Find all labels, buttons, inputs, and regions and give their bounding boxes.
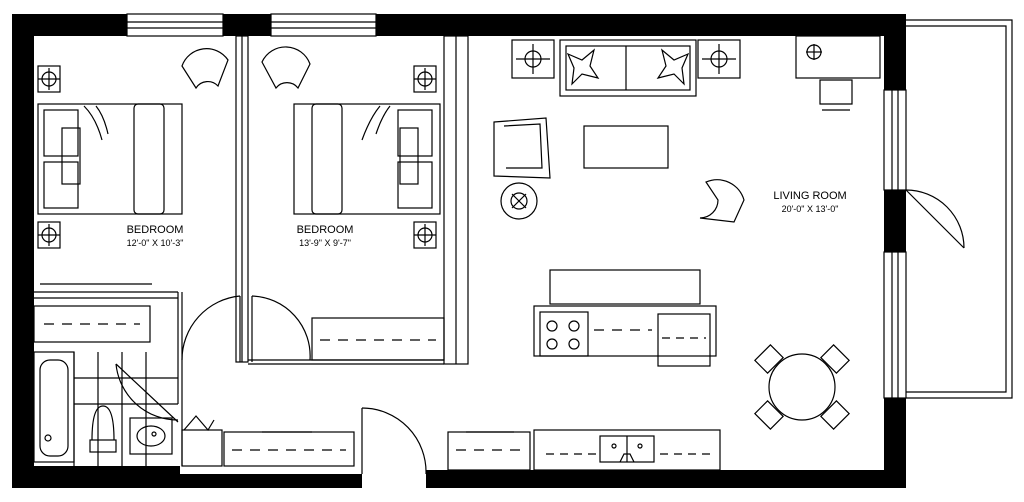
kitchen: [533, 269, 721, 471]
bedroom-2-label: BEDROOM: [297, 224, 354, 236]
living-room-dims: 20'-0" X 13'-0": [782, 204, 839, 214]
interior-walls: [34, 35, 469, 466]
dining-table: [754, 344, 850, 430]
bedroom-1-dims: 12'-0" X 10'-3": [127, 238, 184, 248]
living-furniture: [493, 35, 881, 223]
living-room-label: LIVING ROOM: [773, 190, 846, 202]
balcony: [906, 19, 1013, 399]
bedroom-2-furniture: [261, 46, 445, 361]
doors: [115, 189, 965, 475]
bedroom-1-label: BEDROOM: [127, 224, 184, 236]
windows: [126, 13, 907, 399]
bedroom-1-furniture: [33, 48, 229, 343]
exterior-walls: [12, 14, 906, 488]
hall-closets: [181, 415, 531, 471]
bathroom-fixtures: [33, 351, 178, 466]
bedroom-2-dims: 13'-9" X 9'-7": [299, 238, 351, 248]
